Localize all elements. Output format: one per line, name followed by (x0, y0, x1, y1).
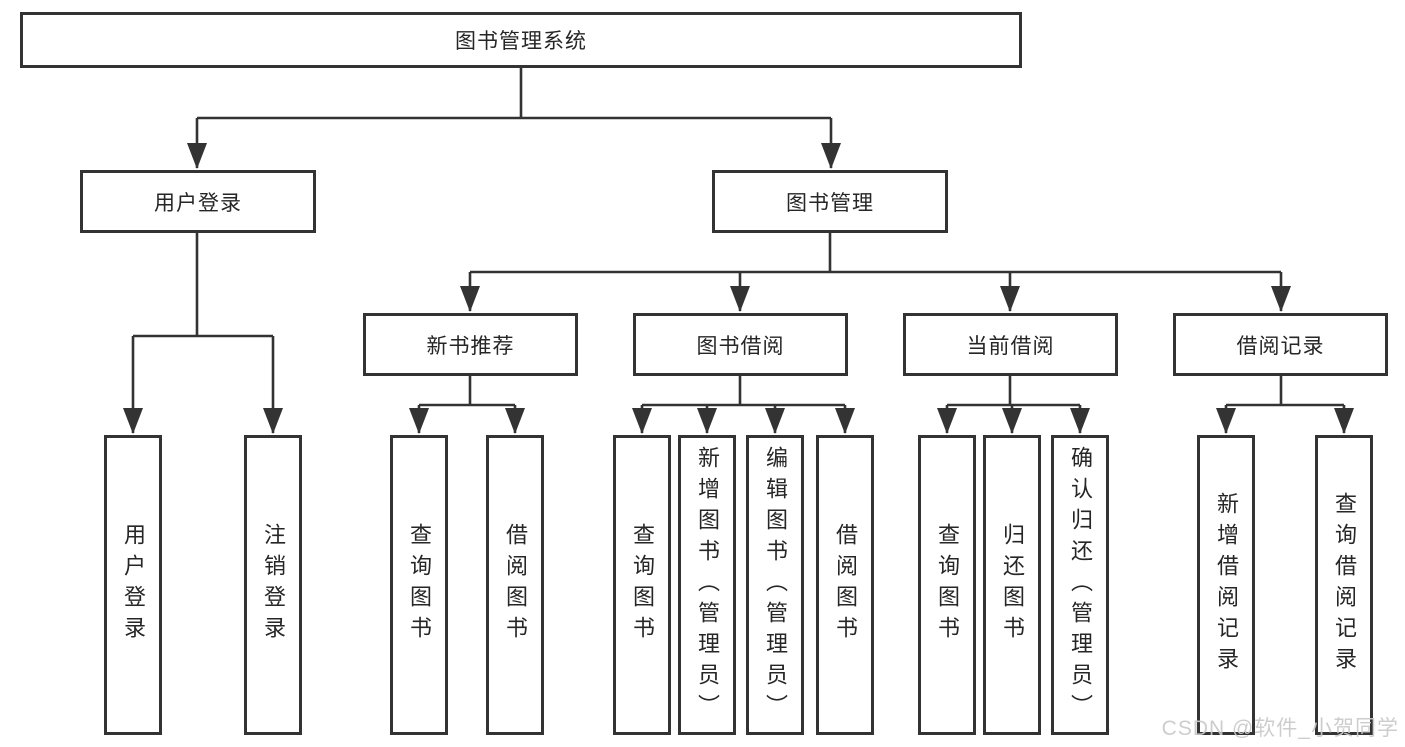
connector-book-management-branch (460, 233, 1291, 312)
leaf-borrow-books-recommend: 借阅图书 (486, 435, 544, 735)
connector-current-borrow-branch (937, 376, 1090, 434)
leaf-query-books-current: 查询图书 (918, 435, 976, 735)
leaf-query-books-recommend: 查询图书 (390, 435, 448, 735)
leaf-confirm-return-admin: 确认归还（管理员） (1051, 435, 1109, 735)
connector-new-book-branch (409, 376, 525, 434)
leaf-edit-book-admin: 编辑图书（管理员） (746, 435, 804, 735)
node-book-management: 图书管理 (712, 170, 948, 233)
leaf-return-book: 归还图书 (983, 435, 1041, 735)
leaf-add-book-admin: 新增图书（管理员） (678, 435, 736, 735)
node-new-book-recommend: 新书推荐 (363, 313, 578, 376)
node-root-system: 图书管理系统 (20, 12, 1022, 68)
leaf-query-books-borrow: 查询图书 (613, 435, 671, 735)
leaf-borrow-books-borrow: 借阅图书 (816, 435, 874, 735)
node-current-borrow: 当前借阅 (903, 313, 1118, 376)
csdn-watermark: CSDN @软件_小贺同学 (1161, 717, 1399, 740)
connector-book-borrow-branch (632, 376, 855, 434)
connector-borrow-records-branch (1216, 376, 1354, 434)
leaf-user-login: 用户登录 (104, 435, 162, 735)
leaf-logout: 注销登录 (244, 435, 302, 735)
leaf-add-borrow-record: 新增借阅记录 (1197, 435, 1255, 735)
node-book-borrow: 图书借阅 (633, 313, 848, 376)
leaf-query-borrow-record: 查询借阅记录 (1315, 435, 1373, 735)
connector-user-login-branch (123, 233, 283, 434)
node-user-login: 用户登录 (80, 170, 316, 233)
node-borrow-records: 借阅记录 (1173, 313, 1388, 376)
connector-root-to-level1 (187, 68, 841, 169)
